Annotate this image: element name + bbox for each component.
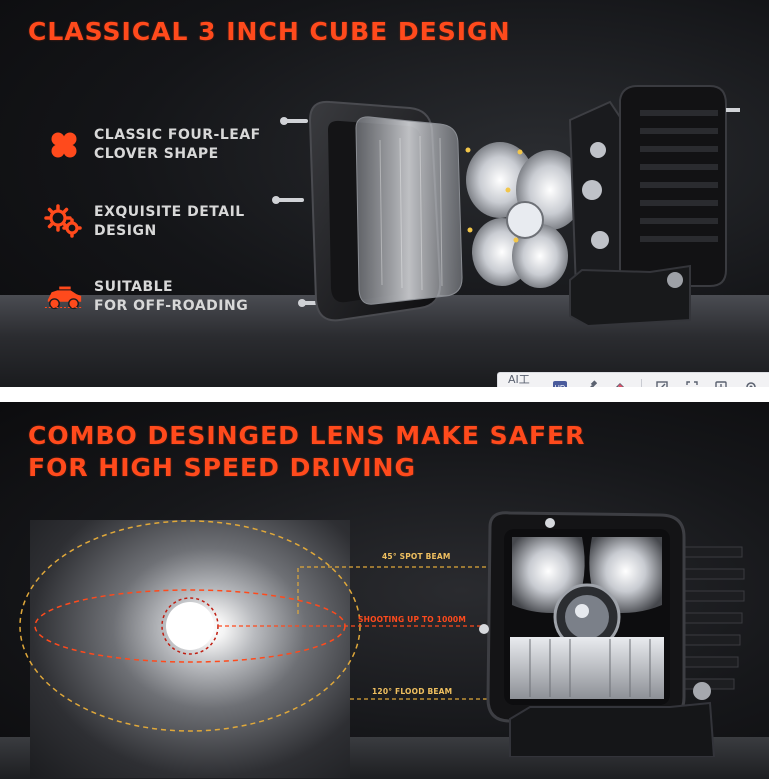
settings-icon[interactable] [739,376,763,387]
feature-clover: CLASSIC FOUR-LEAF CLOVER SHAPE [44,125,261,165]
feature-line: CLASSIC FOUR-LEAF [94,127,261,143]
flood-beam-callout: 120° FLOOD BEAM [372,687,453,696]
download-icon[interactable] [710,376,734,387]
feature-line: FOR OFF-ROADING [94,298,249,314]
toolbar-divider [641,379,643,387]
brush-icon[interactable] [578,376,602,387]
feature-offroad: SUITABLE FOR OFF-ROADING [44,277,248,317]
ai-tools-button[interactable]: AI工具 [508,373,530,386]
banner-title-line-1: COMBO DESINGED LENS MAKE SAFER [28,421,586,450]
spot-beam-callout: 45° SPOT BEAM [382,552,451,561]
feature-line: DESIGN [94,223,157,239]
feature-detail: EXQUISITE DETAIL DESIGN [44,202,245,242]
resize-icon[interactable] [680,376,704,387]
gears-icon [44,202,84,242]
banner-title-line-2: FOR HIGH SPEED DRIVING [28,453,416,482]
banner-title: CLASSICAL 3 INCH CUBE DESIGN [28,17,511,46]
light-front-view [479,511,745,757]
beam-diagram [19,520,585,732]
image-toolbar: AI工具 HD [497,372,769,387]
top-banner: CLASSICAL 3 INCH CUBE DESIGN CLASSIC FOU… [0,0,769,387]
eraser-icon[interactable] [607,376,631,387]
bottom-banner: COMBO DESINGED LENS MAKE SAFER FOR HIGH … [0,402,769,779]
svg-text:HD: HD [554,384,565,387]
offroad-vehicle-icon [44,277,84,317]
clover-icon [44,125,84,165]
exploded-light-illustration [272,85,740,328]
shooting-range-callout: SHOOTING UP TO 1000M [358,615,467,624]
hd-icon[interactable]: HD [548,376,572,387]
crop-edit-icon[interactable] [650,376,674,387]
feature-line: EXQUISITE DETAIL [94,204,245,220]
feature-line: CLOVER SHAPE [94,146,219,162]
feature-line: SUITABLE [94,279,174,295]
